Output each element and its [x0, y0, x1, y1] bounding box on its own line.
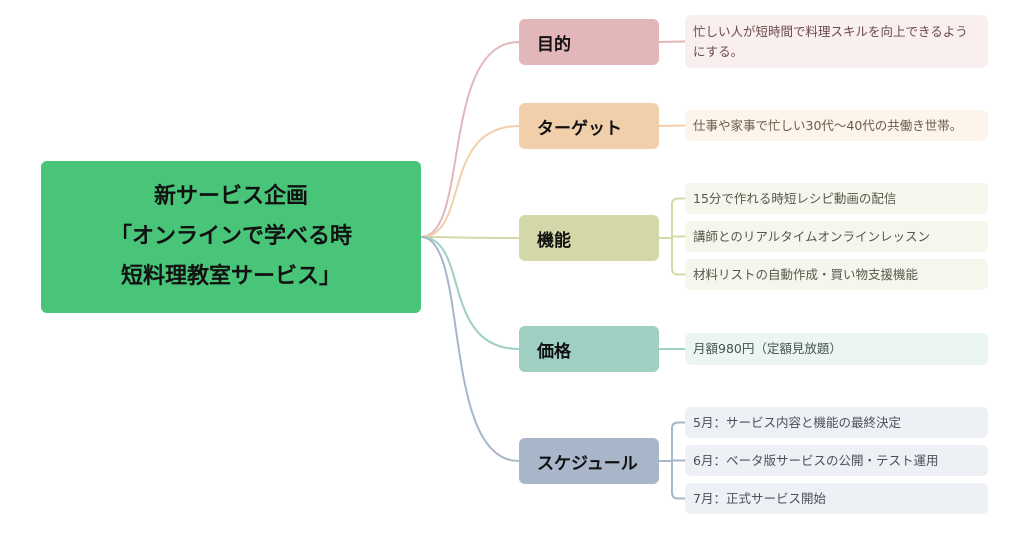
leaf-node-features[interactable]: 材料リストの自動作成・買い物支援機能: [685, 259, 988, 290]
connector-price: [420, 236, 520, 350]
leaf-node-schedule[interactable]: 5月：サービス内容と機能の最終決定: [685, 407, 988, 438]
leaf-node-target[interactable]: 仕事や家事で忙しい30代〜40代の共働き世帯。: [685, 110, 988, 141]
connector-purpose: [420, 41, 520, 238]
leaf-connector: [658, 40, 686, 43]
root-node[interactable]: 新サービス企画 「オンラインで学べる時 短料理教室サービス」: [41, 161, 421, 313]
branch-node-price[interactable]: 価格: [519, 326, 659, 372]
connector-target: [420, 125, 520, 238]
connector-features: [420, 236, 520, 239]
leaf-connector: [658, 124, 686, 127]
branch-node-purpose[interactable]: 目的: [519, 19, 659, 65]
leaf-node-features[interactable]: 15分で作れる時短レシピ動画の配信: [685, 183, 988, 214]
branch-node-target[interactable]: ターゲット: [519, 103, 659, 149]
branch-node-features[interactable]: 機能: [519, 215, 659, 261]
branch-node-schedule[interactable]: スケジュール: [519, 438, 659, 484]
leaf-node-purpose[interactable]: 忙しい人が短時間で料理スキルを向上できるようにする。: [685, 15, 988, 68]
leaf-node-price[interactable]: 月額980円（定額見放題）: [685, 333, 988, 365]
leaf-node-features[interactable]: 講師とのリアルタイムオンラインレッスン: [685, 221, 988, 252]
connector-schedule: [420, 236, 520, 462]
leaf-node-schedule[interactable]: 6月：ベータ版サービスの公開・テスト運用: [685, 445, 988, 476]
leaf-node-schedule[interactable]: 7月：正式サービス開始: [685, 483, 988, 514]
